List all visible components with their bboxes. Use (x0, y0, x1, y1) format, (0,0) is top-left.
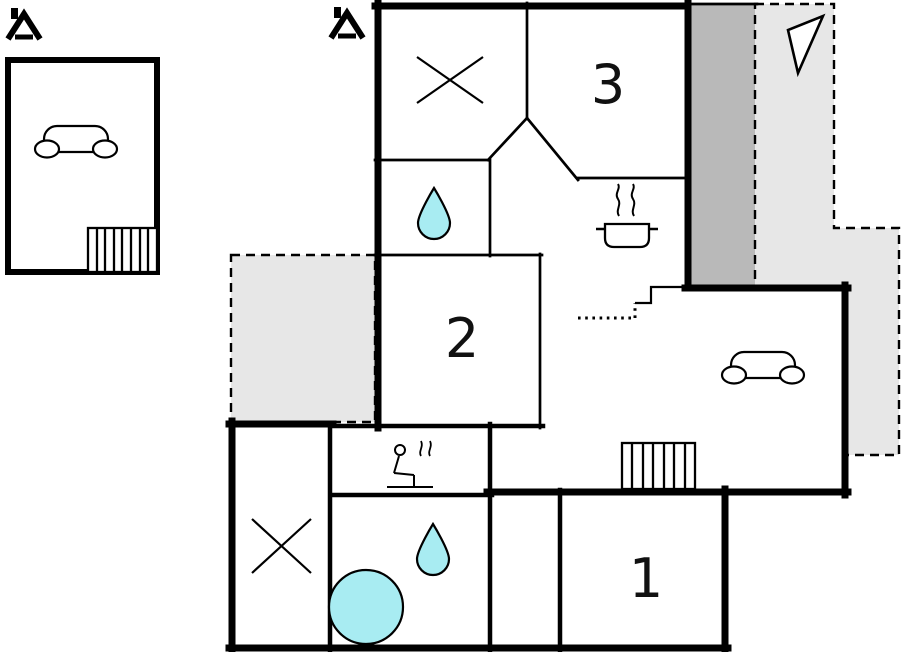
terrace-area-right (753, 2, 901, 457)
annex-building (5, 57, 160, 275)
entry-steps-icon (578, 303, 637, 320)
room-2-label: 2 (445, 307, 479, 370)
sofa-icon (33, 124, 119, 159)
entry-step-edge (635, 285, 688, 305)
interior-walls-heavy (327, 421, 563, 652)
north-arrow-icon (786, 13, 826, 78)
stove-pot-icon (596, 183, 658, 249)
interior-walls (373, 1, 759, 430)
exterior-walls (225, 0, 852, 652)
water-drop-icon (415, 522, 451, 577)
room-3-label: 3 (591, 53, 625, 116)
house-icon (331, 7, 363, 38)
staircase-icon (620, 441, 697, 491)
sofa-icon (720, 350, 806, 385)
cross-mark-icon (251, 518, 312, 574)
sauna-person-icon (387, 440, 433, 488)
water-drop-icon (416, 186, 452, 241)
house-icon (8, 8, 40, 39)
balcony-area-dark (691, 4, 755, 288)
room-1-label: 1 (629, 547, 663, 610)
hot-tub-icon (327, 568, 405, 646)
staircase-icon (86, 226, 159, 274)
terrace-area-left (229, 253, 377, 424)
cross-mark-icon (416, 56, 484, 104)
